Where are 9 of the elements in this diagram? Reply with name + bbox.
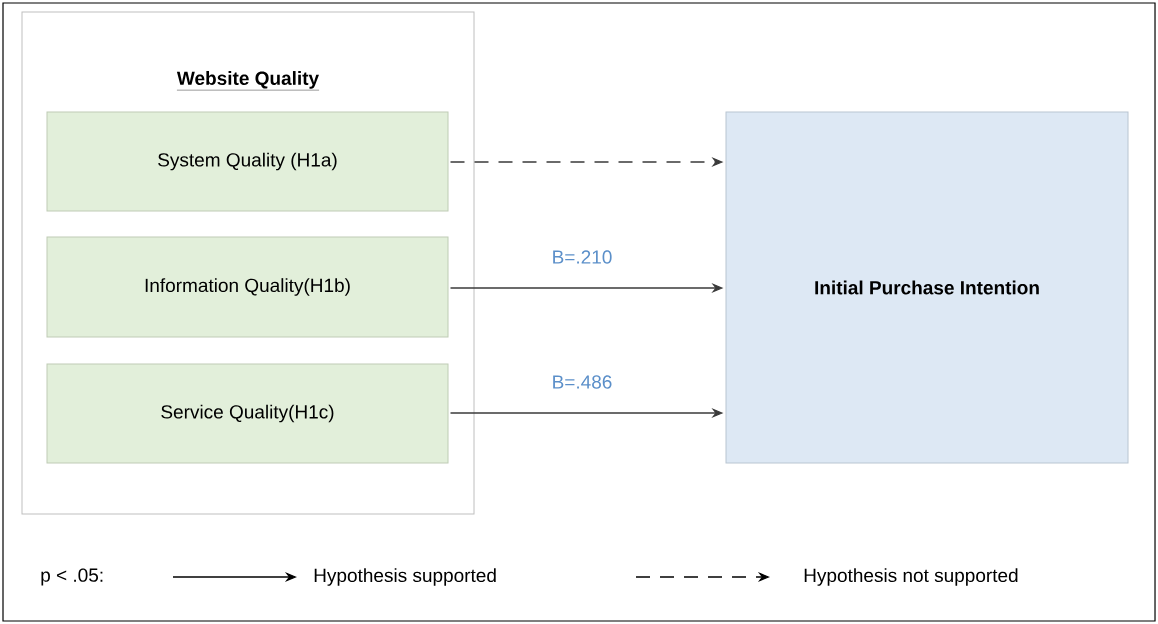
edge-label: B=.486 <box>550 374 614 390</box>
outcome-box: Initial Purchase Intention <box>725 111 1129 464</box>
edge-label: B=.210 <box>550 249 614 265</box>
construct-box: Service Quality(H1c) <box>46 363 449 464</box>
legend-text: Hypothesis not supported <box>804 568 1018 586</box>
legend-text: Hypothesis supported <box>314 568 496 586</box>
construct-box: Information Quality(H1b) <box>46 236 449 338</box>
significance-note: p < .05: <box>41 568 103 586</box>
construct-box: System Quality (H1a) <box>46 111 449 212</box>
